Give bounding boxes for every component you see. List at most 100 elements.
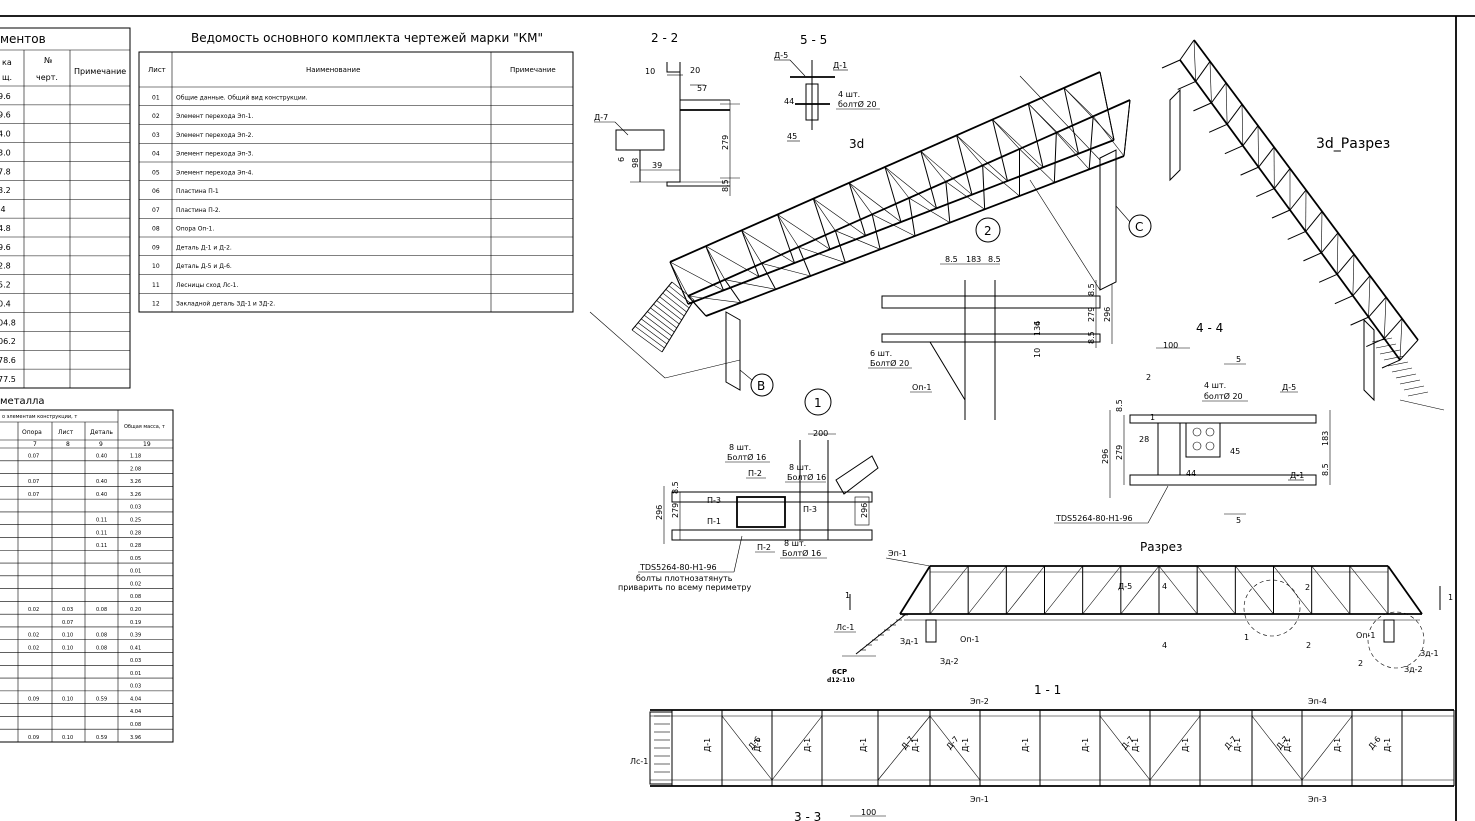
elements-row-value: 7.8	[0, 167, 11, 176]
km-row-sheet: 12	[152, 301, 160, 308]
plan-member-label: Д-1	[1333, 738, 1342, 752]
metal-cell: 0.07	[62, 620, 73, 626]
svg-text:Оп-1: Оп-1	[1356, 631, 1376, 640]
metal-table-title: металла	[0, 396, 45, 407]
node-2-circle: 2	[984, 224, 992, 238]
svg-text:П-3: П-3	[803, 505, 817, 514]
metal-cell: 0.10	[62, 645, 73, 651]
elements-row-value: 9.6	[0, 243, 11, 252]
metal-cell: 0.08	[96, 645, 107, 651]
metal-cell: 0.19	[130, 620, 141, 626]
svg-text:Д-5: Д-5	[1118, 582, 1132, 591]
svg-text:100: 100	[1163, 341, 1178, 350]
svg-text:39: 39	[652, 161, 662, 170]
svg-text:Деталь: Деталь	[90, 429, 113, 436]
svg-text:Лист: Лист	[58, 429, 74, 436]
metal-cell: 0.10	[62, 735, 73, 741]
svg-text:8.5: 8.5	[671, 481, 680, 494]
svg-text:Д-5: Д-5	[774, 51, 788, 60]
svg-text:10: 10	[1033, 348, 1042, 358]
section-5-5-title: 5 - 5	[800, 33, 827, 47]
plan-1-1-title: 1 - 1	[1034, 683, 1061, 697]
svg-text:БолтØ 16: БолтØ 16	[782, 548, 821, 558]
svg-text:45: 45	[1230, 447, 1240, 456]
svg-text:8.5: 8.5	[1087, 331, 1096, 344]
section-5-5: 5 - 5 Д-5 Д-1 44 45 4 шт. болтØ 20	[774, 33, 880, 142]
node-1-detail: 1 200 8 шт. БолтØ 16 П-2 8 шт. БолтØ 16 …	[618, 388, 879, 592]
svg-text:279: 279	[1087, 307, 1096, 322]
svg-text:1: 1	[1150, 413, 1155, 422]
km-row-name: Лесницы сход Лс-1.	[176, 282, 238, 289]
svg-text:2: 2	[1306, 641, 1311, 650]
svg-text:8 шт.: 8 шт.	[784, 539, 806, 548]
plan-member-label: Д-1	[803, 738, 812, 752]
svg-text:Наименование: Наименование	[306, 66, 360, 74]
svg-text:Эп-1: Эп-1	[970, 795, 989, 804]
km-row-name: Элемент перехода Эп-3.	[176, 151, 253, 158]
plan-member-label: Д-1	[911, 738, 920, 752]
svg-text:8 шт.: 8 шт.	[789, 463, 811, 472]
axis-c-label: C	[1135, 220, 1143, 234]
svg-text:4 шт.: 4 шт.	[838, 90, 860, 99]
svg-text:приварить по всему периметру: приварить по всему периметру	[618, 583, 751, 592]
elements-row-value: 3.0	[0, 148, 11, 157]
plan-member-label: Д-1	[1233, 738, 1242, 752]
metal-cell: 0.40	[96, 492, 107, 498]
svg-text:П-2: П-2	[748, 469, 762, 478]
svg-text:296: 296	[1103, 307, 1112, 322]
svg-text:4: 4	[1162, 641, 1167, 650]
elements-row-value: 77.5	[0, 375, 16, 384]
metal-cell: 4.04	[130, 709, 141, 715]
metal-cell: 2.08	[130, 466, 141, 472]
metal-cell: 0.08	[130, 722, 141, 728]
plan-member-label: Д-1	[961, 738, 970, 752]
elevation-section: Разрез Эп-1 Д-5 4 2 1 1 Лс-1 Зд-1 Оп-1 З…	[827, 540, 1453, 684]
km-row-sheet: 08	[152, 226, 160, 233]
metal-cell: 0.11	[96, 530, 107, 536]
elements-row-value: 78.6	[0, 356, 16, 365]
metal-cell: 0.08	[130, 594, 141, 600]
plan-member-label: Д-1	[1383, 738, 1392, 752]
svg-text:БолтØ 16: БолтØ 16	[727, 452, 766, 462]
svg-text:8: 8	[66, 441, 70, 448]
svg-text:Зд-1: Зд-1	[900, 637, 919, 646]
metal-cell: 0.10	[62, 633, 73, 639]
km-row-name: Элемент перехода Эп-2.	[176, 132, 253, 139]
svg-text:болтØ 20: болтØ 20	[838, 99, 877, 109]
svg-text:279: 279	[671, 503, 680, 518]
svg-text:296: 296	[860, 503, 869, 518]
km-row-sheet: 09	[152, 244, 160, 251]
km-row-name: Деталь Д-5 и Д-6.	[176, 263, 232, 270]
plan-member-label: Д-1	[1283, 738, 1292, 752]
metal-cell: 0.02	[28, 645, 39, 651]
metal-cell: 0.07	[28, 479, 39, 485]
svg-text:d12-110: d12-110	[827, 677, 855, 684]
metal-cell: 0.10	[62, 696, 73, 702]
metal-cell: 0.02	[130, 581, 141, 587]
km-table-title: Ведомость основного комплекта чертежей м…	[191, 31, 543, 45]
metal-cell: 1.18	[130, 454, 141, 460]
svg-text:№: №	[44, 56, 53, 65]
svg-text:Д-7: Д-7	[594, 113, 608, 122]
svg-text:279: 279	[1115, 445, 1124, 460]
svg-text:134: 134	[1033, 321, 1042, 336]
metal-table: металла о элементам конструкции, т Общая…	[0, 396, 174, 743]
metal-cell: 0.28	[130, 543, 141, 549]
svg-text:Эп-4: Эп-4	[1308, 697, 1327, 706]
km-row-name: Опора Оп-1.	[176, 226, 214, 233]
km-row-sheet: 06	[152, 188, 160, 195]
metal-cell: 0.03	[62, 607, 73, 613]
svg-text:Лист: Лист	[148, 66, 166, 74]
svg-text:20: 20	[690, 66, 700, 75]
km-row-sheet: 07	[152, 207, 160, 214]
elements-row-value: 4.0	[0, 130, 11, 139]
svg-text:болты плотнозатянуть: болты плотнозатянуть	[636, 574, 733, 583]
metal-cell: 0.09	[28, 696, 39, 702]
metal-cell: 0.11	[96, 543, 107, 549]
svg-text:8.5: 8.5	[721, 179, 730, 192]
svg-text:2: 2	[1305, 583, 1310, 592]
metal-cell: 3.26	[130, 479, 141, 485]
svg-text:Эп-3: Эп-3	[1308, 795, 1327, 804]
